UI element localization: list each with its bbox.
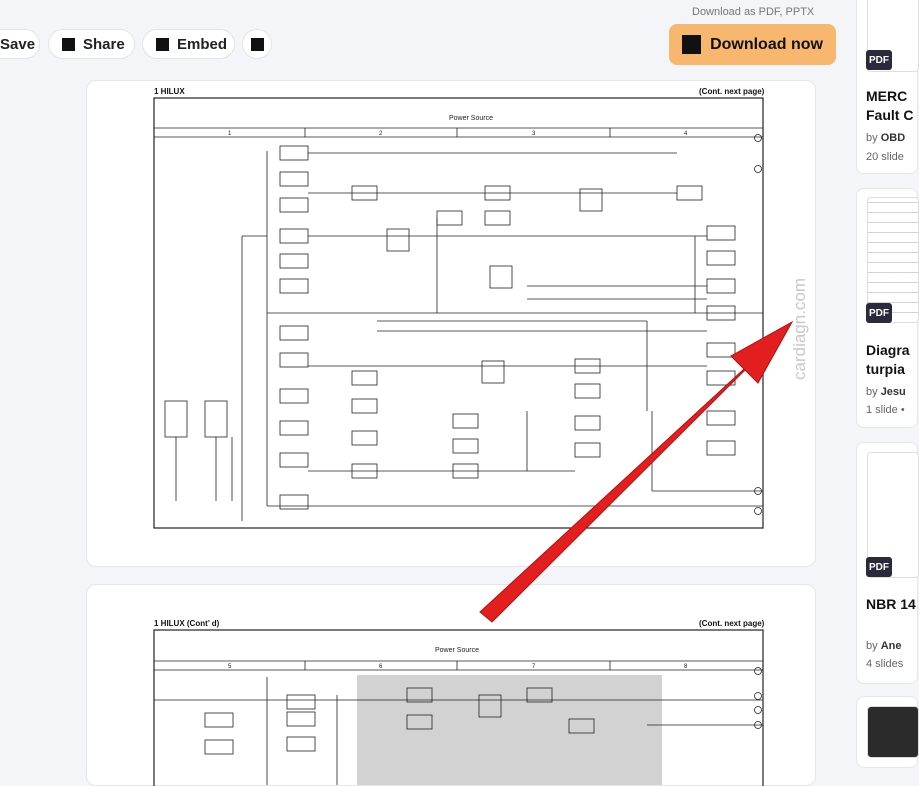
by-label: by — [866, 386, 878, 398]
doc-meta: 1 slide • — [866, 404, 905, 416]
doc-author[interactable]: by OBD — [866, 132, 905, 144]
wiring-diagram-2: Power Source 5 6 7 8 — [153, 629, 764, 786]
toolbar: Save Share Embed Download as PDF, PPTX D… — [0, 0, 858, 82]
power-source-label: Power Source — [449, 115, 493, 122]
download-icon — [682, 35, 702, 54]
doc-thumbnail[interactable] — [867, 706, 919, 758]
slide-header-left: 1 HILUX (Cont’ d) — [154, 619, 220, 628]
doc-title[interactable]: NBR 14 — [866, 595, 916, 614]
share-button[interactable]: Share — [48, 29, 135, 59]
column-label: 6 — [379, 664, 383, 670]
download-now-button[interactable]: Download now — [669, 24, 836, 65]
embed-label: Embed — [177, 35, 228, 53]
slide-page-2: 1 HILUX (Cont’ d) (Cont. next page) Powe… — [86, 584, 816, 786]
slide-header-right: (Cont. next page) — [699, 87, 765, 96]
slide-header-right: (Cont. next page) — [699, 619, 765, 628]
slide-header-left: 1 HILUX — [154, 87, 185, 96]
share-icon — [62, 37, 75, 51]
save-button[interactable]: Save — [0, 29, 40, 59]
doc-title[interactable]: Diagra turpia — [866, 341, 910, 379]
embed-icon — [156, 37, 169, 51]
column-label: 8 — [684, 664, 688, 670]
column-label: 4 — [684, 131, 688, 137]
doc-meta: 4 slides — [866, 658, 904, 670]
doc-title-line: NBR 14 — [866, 596, 916, 612]
doc-author[interactable]: by Jesu — [866, 386, 906, 398]
doc-thumbnail[interactable] — [867, 197, 919, 323]
power-source-label: Power Source — [435, 647, 479, 654]
doc-title-line: Fault C — [866, 107, 914, 123]
doc-title-line: MERC — [866, 88, 908, 104]
slide-page-1: 1 HILUX (Cont. next page) — [86, 80, 816, 567]
doc-meta: 20 slide — [866, 151, 904, 163]
column-label: 2 — [379, 131, 383, 137]
author-name: Ane — [880, 640, 902, 652]
doc-title-line: Diagra — [866, 342, 910, 358]
doc-title-line: turpia — [866, 361, 905, 377]
download-label: Download now — [710, 35, 823, 53]
column-label: 5 — [228, 664, 232, 670]
column-label: 1 — [228, 131, 232, 137]
wiring-diagram-1: Power Source 1 2 3 4 — [153, 97, 764, 529]
share-label: Share — [83, 35, 125, 53]
save-label: Save — [0, 35, 36, 53]
author-name: OBD — [880, 132, 906, 144]
pdf-badge: PDF — [866, 50, 892, 70]
doc-title[interactable]: MERC Fault C — [866, 87, 913, 125]
pdf-badge: PDF — [866, 557, 892, 577]
column-label: 3 — [532, 131, 536, 137]
download-note: Download as PDF, PPTX — [692, 6, 815, 18]
pdf-badge: PDF — [866, 303, 892, 323]
doc-author[interactable]: by Ane — [866, 640, 901, 652]
more-icon — [251, 37, 264, 51]
by-label: by — [866, 640, 878, 652]
column-label: 7 — [532, 664, 536, 670]
author-name: Jesu — [880, 386, 906, 398]
watermark-text: cardiagn.com — [790, 277, 809, 380]
embed-button[interactable]: Embed — [142, 29, 235, 59]
more-button[interactable] — [242, 29, 272, 59]
by-label: by — [866, 132, 878, 144]
